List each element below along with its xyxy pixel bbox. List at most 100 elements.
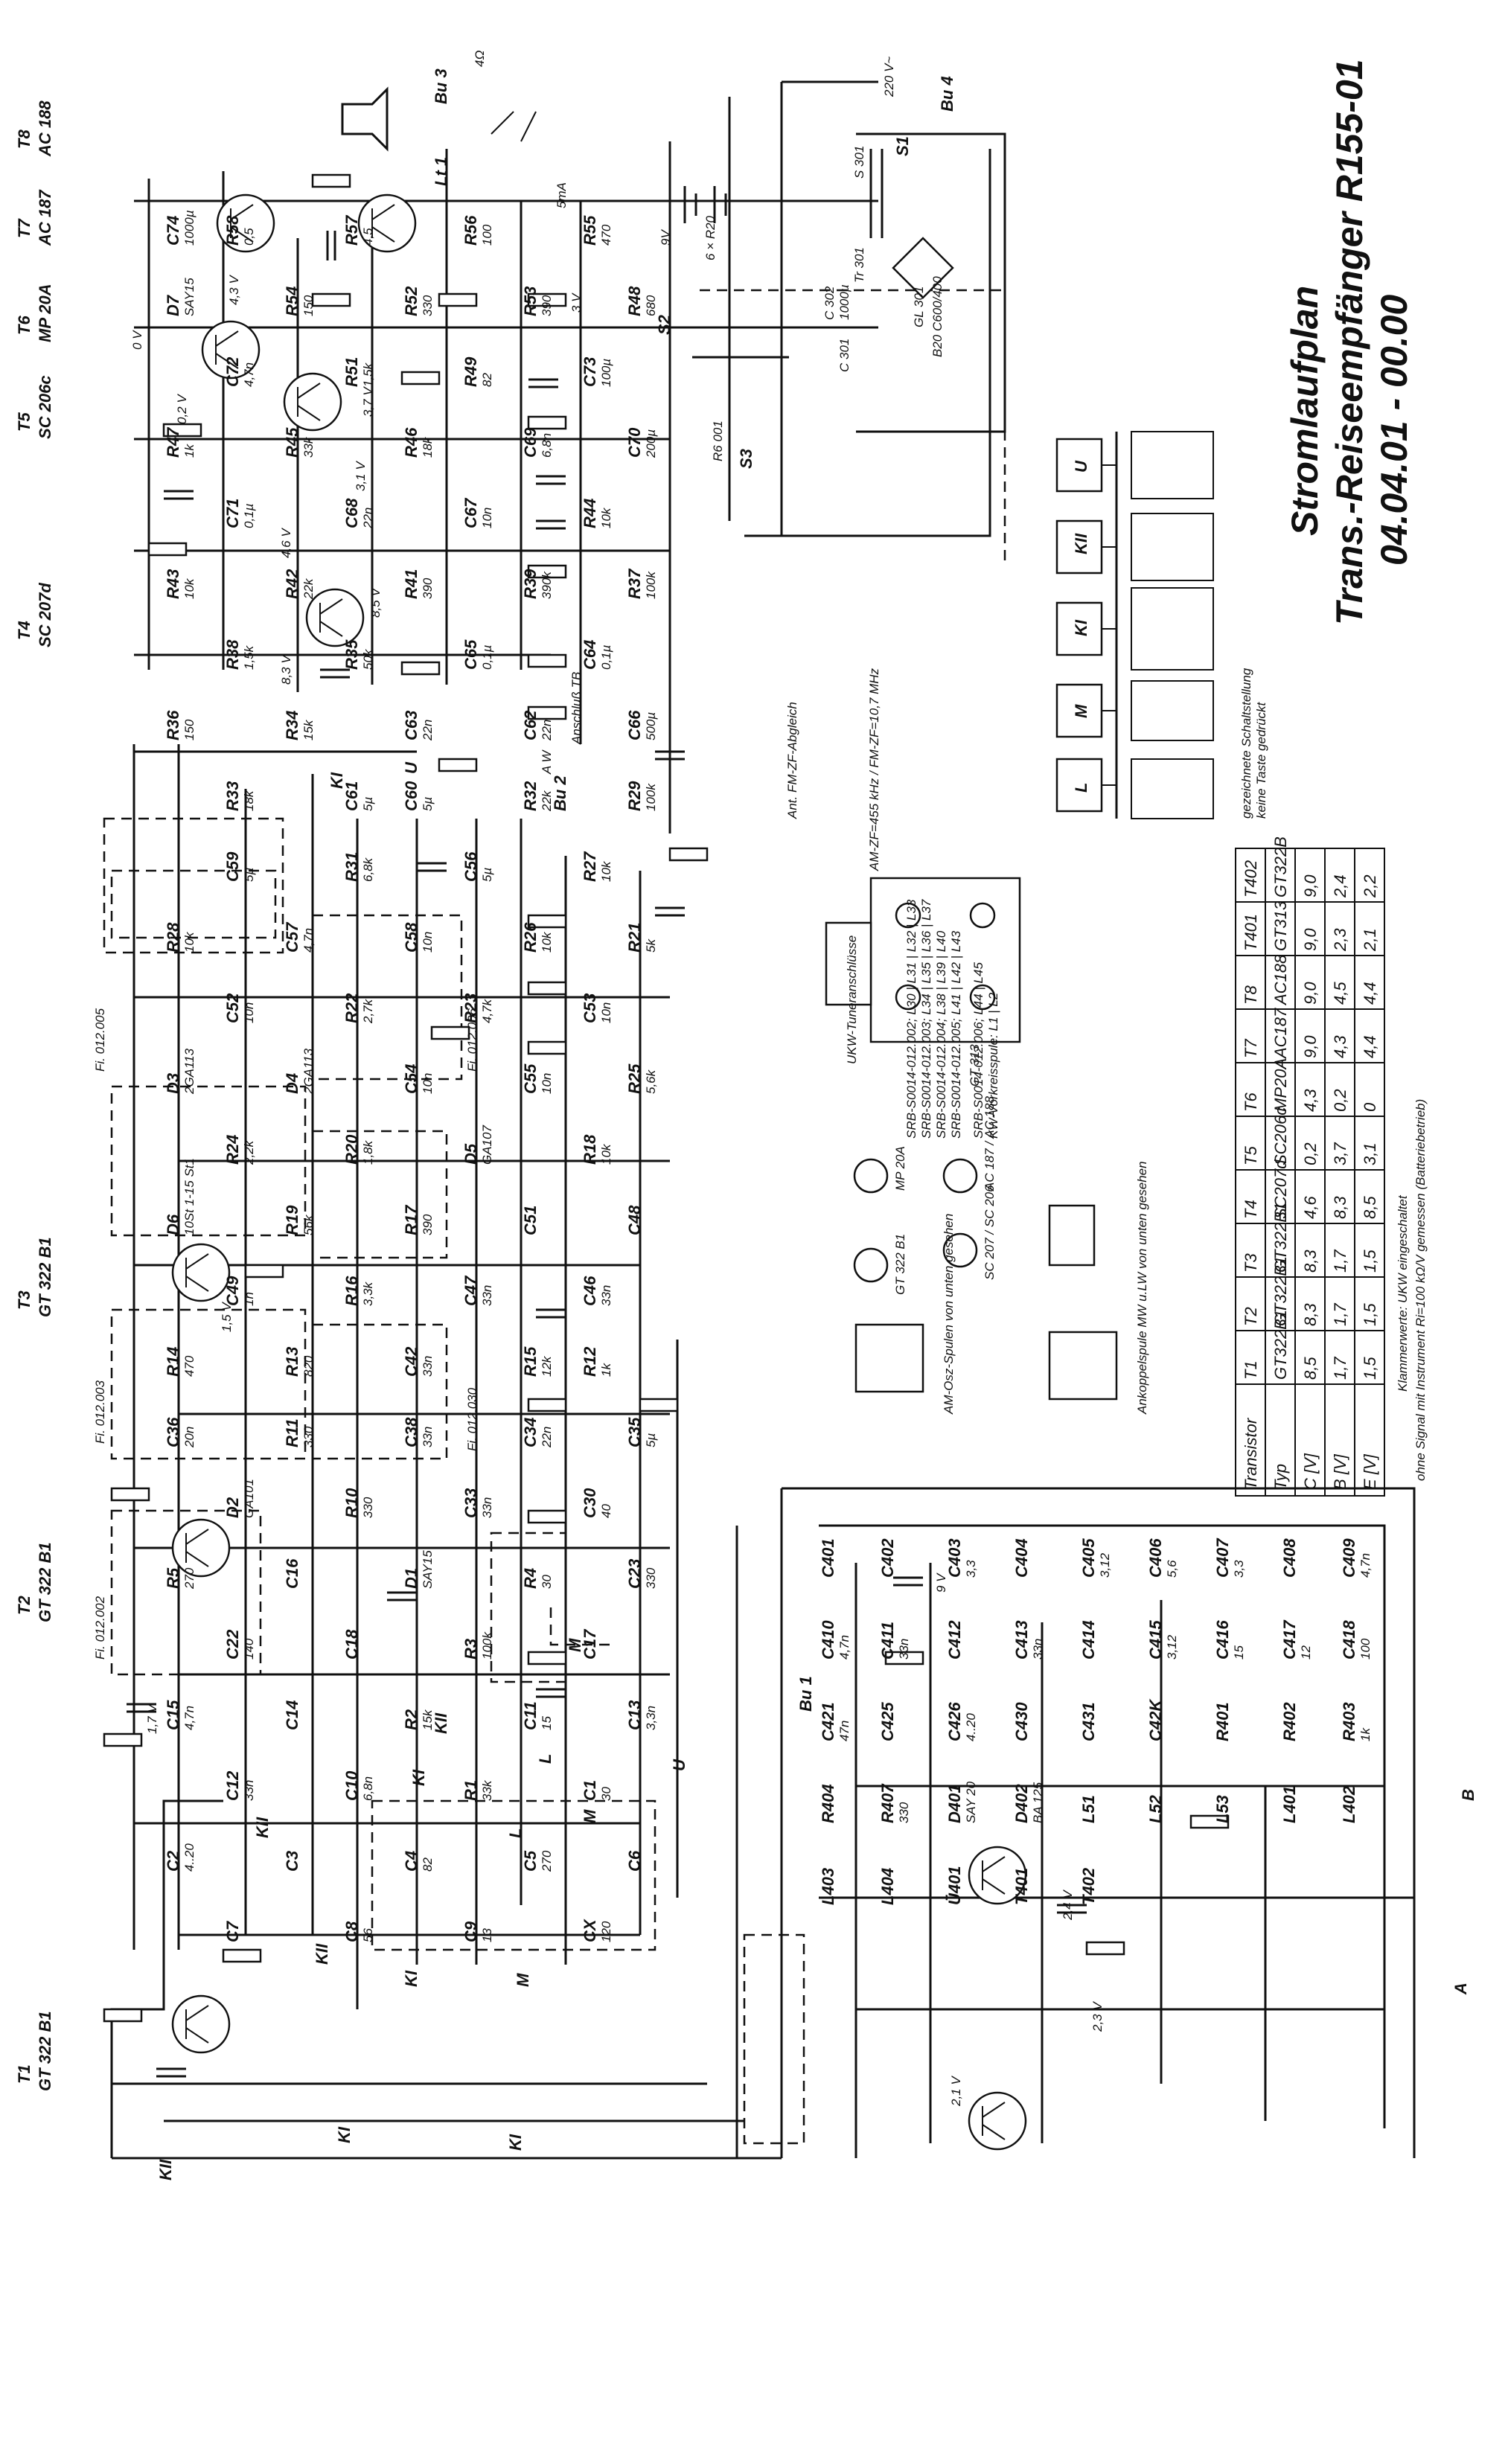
table-note-2: ohne Signal mit Instrument Ri=100 kΩ/V g… [1413,1099,1428,1481]
component-ref: C30 [581,1488,599,1518]
component-ref: C73 [581,357,599,387]
component-value: 820 [301,1355,316,1377]
component-ref: C411 [878,1622,897,1660]
table-header-cell: T8 [1242,985,1260,1005]
component-value: 270 [182,1567,197,1590]
component-label: C414 [1079,1620,1098,1660]
le1-label: Lt 1 [432,157,450,186]
component-label: R401 [1213,1702,1232,1741]
component-value: 200µ [644,429,658,458]
component-value: 1k [1358,1727,1373,1741]
switch-label: M [514,1973,532,1987]
component-value: 100 [1358,1638,1373,1660]
component-value: 15k [301,719,316,740]
component-value: 100 [480,224,494,246]
component-ref: T401 [1012,1868,1031,1905]
table-cell: AC187 [1271,1008,1290,1060]
component-value: 4,7n [837,1635,852,1660]
component-ref: C35 [625,1417,644,1447]
component-value: 2GA113 [182,1048,197,1095]
component-value: 22k [540,790,554,812]
table-header-cell: T401 [1242,914,1260,951]
pinout-mp20a: MP 20A [893,1146,907,1191]
component-ref: C415 [1146,1620,1165,1660]
component-value: 10k [182,577,197,599]
component-ref: R31 [342,852,361,882]
component-value: 680 [644,295,658,316]
component-ref: L402 [1340,1785,1358,1823]
component-ref: T402 [1079,1867,1098,1905]
component-value: 33n [421,1356,435,1377]
component-ref: R2 [402,1709,421,1730]
voltage-label: 8,3 V [279,654,293,685]
transistor-t5 [283,372,342,432]
component-value: 4..20 [964,1713,978,1741]
header-t5-type: SC 206c [36,375,54,439]
table-cell: GT322B1 [1271,1310,1290,1380]
component-value: SAY 20 [964,1781,978,1823]
component-value: 22n [540,720,554,741]
component-value: 4,7n [242,362,256,387]
component-ref: R5 [164,1567,182,1589]
component-ref: C66 [625,710,644,740]
switch-label: B [1459,1789,1477,1801]
filter-label: Fi. 012.006 [465,1008,479,1072]
component-ref: C18 [342,1629,361,1660]
component-value: 100k [480,1631,494,1660]
table-row-label: B [V] [1331,1453,1349,1490]
component-ref: R27 [581,851,599,882]
component-label: L53 [1213,1795,1232,1823]
table-cell: 3,7 [1331,1142,1349,1165]
component-label: C431 [1079,1702,1098,1741]
component-ref: R22 [342,993,361,1023]
component-ref: C22 [223,1629,242,1660]
component-value: 30 [540,1575,554,1589]
table-cell: 8,5 [1361,1196,1379,1219]
component-value: 4,5 [361,228,375,246]
component-ref: R21 [625,923,644,953]
component-ref: D7 [164,294,182,316]
component-value: 330 [897,1802,911,1823]
voltage-label: 2,3 V [1090,2001,1105,2032]
component-ref: L53 [1213,1795,1232,1823]
component-value: 18k [421,436,435,458]
component-value: 13 [480,1928,494,1942]
header-t2-ref: T2 [15,1596,33,1615]
table-header-cell: T1 [1242,1360,1260,1380]
table-cell: 0,2 [1301,1142,1320,1165]
component-label: Ü401 [945,1866,964,1905]
table-cell: 1,7 [1331,1357,1349,1380]
title-line-2: Trans.-Reiseempfänger R155-01 [1329,59,1370,625]
component-ref: C425 [878,1702,897,1741]
component-ref: C406 [1146,1538,1165,1578]
component-value: 390k [540,571,554,599]
component-ref: R44 [581,499,599,528]
component-value: 20n [182,1427,197,1448]
filter-label: Fi. 012.002 [93,1596,107,1660]
component-ref: C71 [223,499,242,528]
tuner-caption: UKW-Tuneranschlüsse [845,935,859,1064]
voltage-table: TransistorT1T2T3T4T5T6T7T8T401T402TypGT3… [1235,836,1428,1497]
component-ref: R12 [581,1346,599,1377]
connector-labels: Bu 3 Lt 1 4Ω Bu 4 220 V~ 9V 6 × R20 Bu 2… [432,51,956,1712]
component-value: 10n [242,1002,256,1023]
bu1-label: Bu 1 [796,1676,815,1712]
voltage-label: 4,6 V [279,528,293,558]
meter-label: 5mA [555,182,569,208]
component-ref: C11 [521,1701,540,1730]
component-value: 1k [182,444,197,458]
component-ref: R1 [461,1780,480,1801]
component-value: 18k [242,790,256,811]
